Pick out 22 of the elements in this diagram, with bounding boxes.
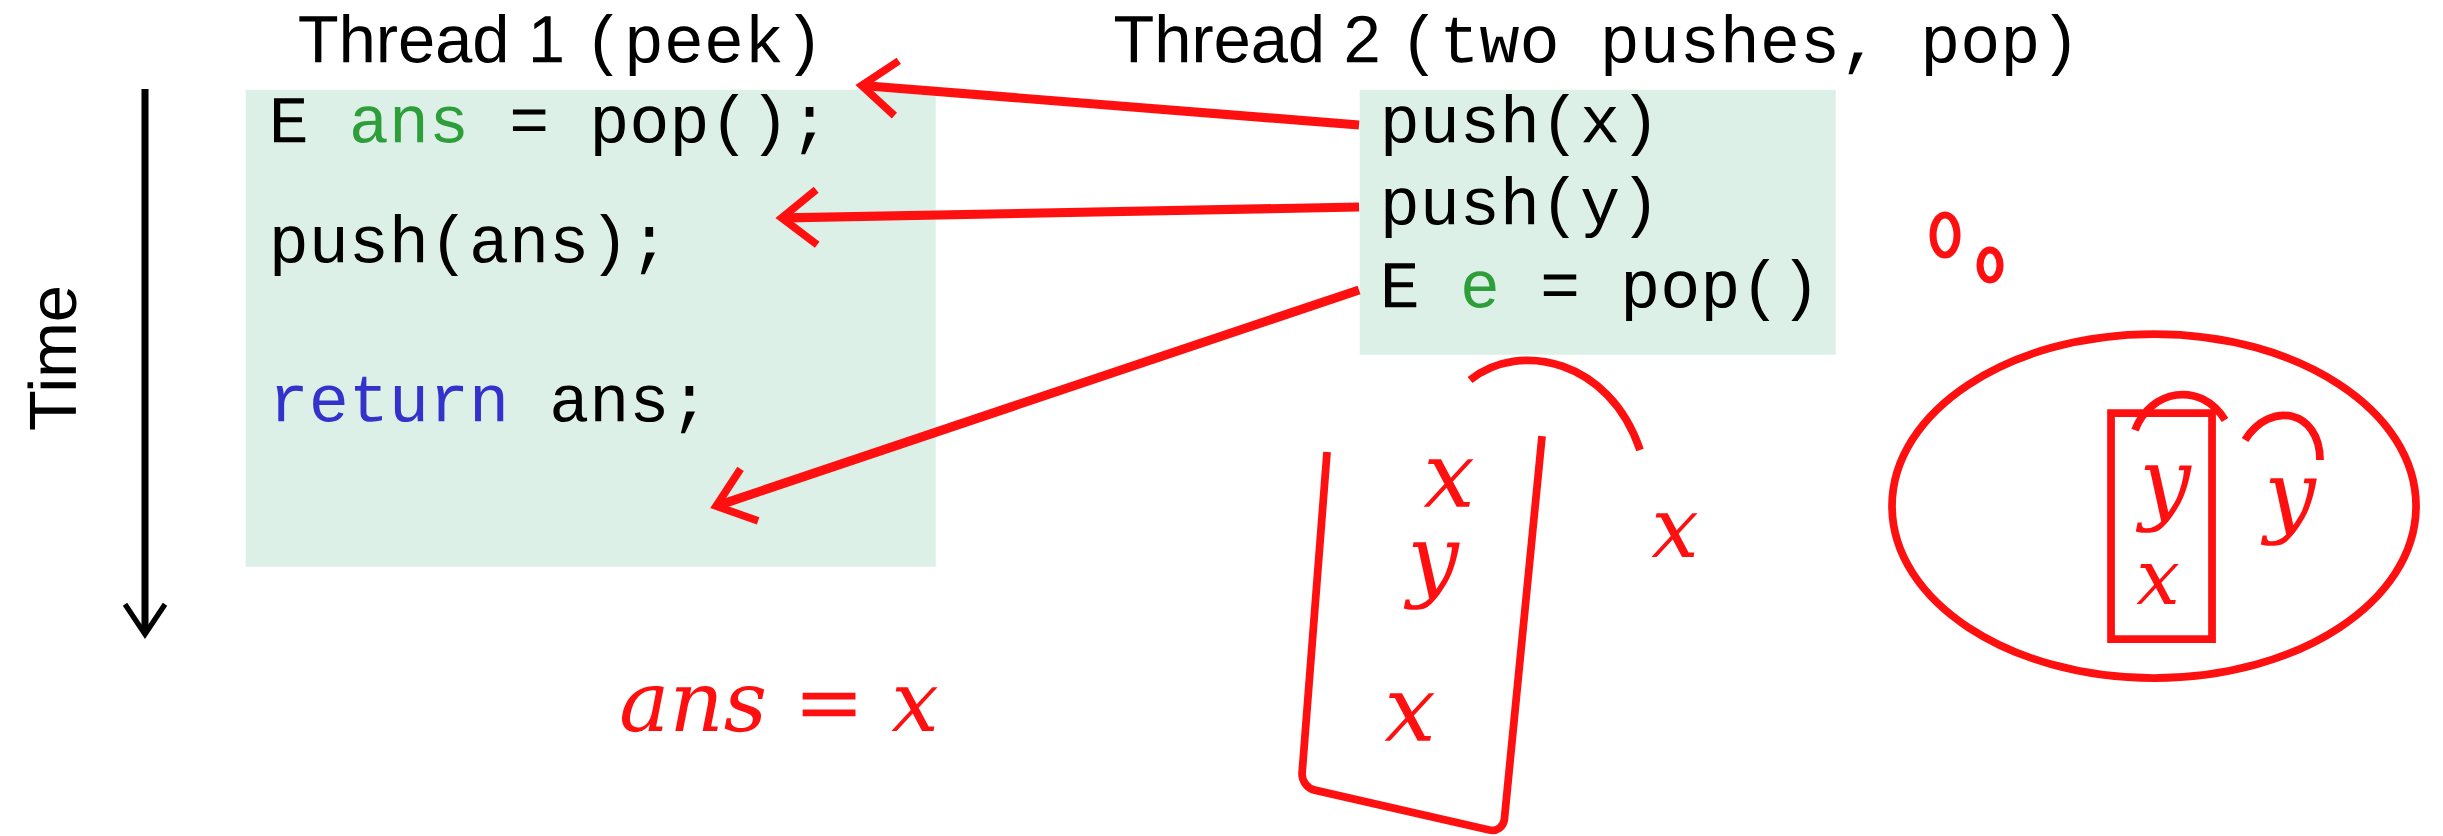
node-label: (two pushes, pop) [1410,13,2070,77]
node-label: Thread 1 [299,13,562,63]
handwritten-note: ans = x [622,685,938,733]
handwritten-note: y [2260,478,2317,546]
node-label: (peek) [594,13,813,77]
handwritten-note: x [2136,563,2179,605]
axis-label: Time [27,288,77,430]
handwritten-note: x [1384,693,1435,741]
arrow [855,57,1360,130]
handwritten-note: y [1403,542,1460,610]
code-line: push(x) [1385,93,1649,157]
arrow [710,285,1361,525]
code-line: push(y) [1385,175,1649,239]
handwritten-note: y [2135,465,2192,533]
code-line: E ans = pop(); [274,93,816,157]
handwritten-note: x [1423,459,1474,507]
handwritten-note: x [1651,513,1698,557]
arrow [775,186,1360,248]
code-line: return ans; [276,376,696,434]
code-line: E e = pop() [1385,258,1810,322]
code-line: push(ans); [274,213,655,277]
node-label: Thread 2 [1114,13,1378,63]
